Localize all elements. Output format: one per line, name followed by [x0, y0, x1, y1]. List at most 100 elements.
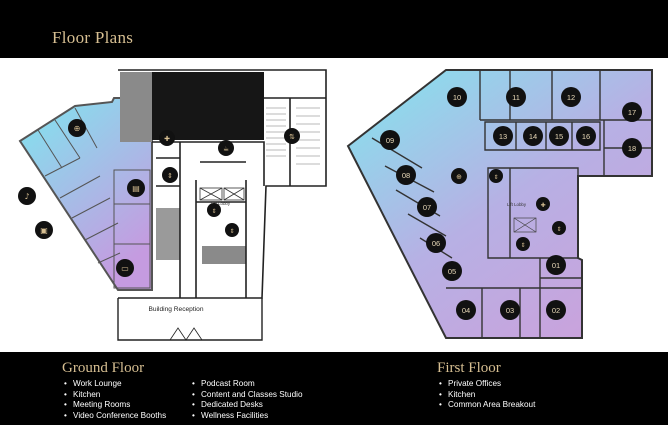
feature-item: Kitchen — [62, 390, 166, 401]
ground-floor-features-col2: Podcast Room Content and Classes Studio … — [190, 379, 303, 421]
office-11: 11 — [506, 87, 526, 107]
lounge-icon: ▭ — [116, 259, 134, 277]
office-06: 06 — [426, 233, 446, 253]
svg-text:▭: ▭ — [121, 264, 129, 273]
floor-plans-drawing: Building Reception Lift Lobby ⊕ ♪ ▣ ▤ ▭ … — [18, 69, 653, 341]
podcast-mic-icon: ♪ — [18, 187, 36, 205]
svg-text:10: 10 — [453, 93, 461, 102]
ground-stairs-hatch — [266, 107, 320, 165]
ground-floor-features-col1: Work Lounge Kitchen Meeting Rooms Video … — [62, 379, 166, 421]
footer-bar: Ground Floor Work Lounge Kitchen Meeting… — [0, 352, 668, 425]
ground-floor-markers: ⊕ ♪ ▣ ▤ ▭ ✚ ☕ ⇅ ⇕ ⇕ ⇕ — [18, 119, 300, 277]
lift-icon: ⇕ — [162, 167, 178, 183]
office-08: 08 — [396, 165, 416, 185]
header-bar: Floor Plans — [0, 0, 668, 58]
svg-text:09: 09 — [386, 136, 394, 145]
feature-item: Work Lounge — [62, 379, 166, 390]
page-title: Floor Plans — [52, 28, 134, 47]
feature-item: Meeting Rooms — [62, 400, 166, 411]
video-booth-icon: ▣ — [35, 221, 53, 239]
svg-text:✚: ✚ — [540, 202, 545, 209]
office-07: 07 — [417, 197, 437, 217]
ground-grey-block-2 — [202, 246, 246, 264]
lift-icon-3: ⇕ — [225, 223, 239, 237]
kitchen-icon: ☕ — [218, 140, 234, 156]
svg-text:⇕: ⇕ — [556, 226, 561, 233]
feature-item: Content and Classes Studio — [190, 390, 303, 401]
svg-text:⊕: ⊕ — [74, 124, 81, 133]
svg-text:11: 11 — [512, 93, 520, 102]
floor-plans-area: Building Reception Lift Lobby ⊕ ♪ ▣ ▤ ▭ … — [0, 58, 668, 352]
svg-text:⇕: ⇕ — [520, 242, 525, 249]
svg-text:♪: ♪ — [24, 192, 29, 201]
dining-icon: ⊕ — [451, 168, 467, 184]
svg-text:06: 06 — [432, 239, 440, 248]
svg-text:12: 12 — [567, 93, 575, 102]
office-18: 18 — [622, 138, 642, 158]
svg-text:03: 03 — [506, 306, 514, 315]
first-lift-shafts — [513, 217, 537, 233]
ground-floor-title: Ground Floor — [62, 360, 145, 376]
ground-lift-shafts — [199, 187, 245, 201]
first-lift-lobby-label: Lift Lobby — [507, 202, 527, 207]
first-floor-features: Private Offices Kitchen Common Area Brea… — [437, 379, 535, 411]
office-02: 02 — [546, 300, 566, 320]
svg-text:⇕: ⇕ — [229, 228, 234, 235]
svg-text:05: 05 — [448, 267, 456, 276]
svg-text:⊕: ⊕ — [456, 173, 462, 181]
wellness-icon: ✚ — [159, 130, 175, 146]
svg-text:16: 16 — [582, 132, 590, 141]
ground-walls — [118, 69, 327, 299]
ground-reception-walls — [117, 298, 263, 341]
dedicated-desk-icon: ▤ — [127, 179, 145, 197]
office-17: 17 — [622, 102, 642, 122]
svg-text:07: 07 — [423, 203, 431, 212]
office-04: 04 — [456, 300, 476, 320]
feature-item: Kitchen — [437, 390, 535, 401]
lift-icon: ⇕ — [489, 169, 503, 183]
office-03: 03 — [500, 300, 520, 320]
lift-icon-2: ⇕ — [552, 221, 566, 235]
svg-text:▣: ▣ — [40, 226, 48, 235]
office-13: 13 — [493, 126, 513, 146]
lift-icon-2: ⇕ — [207, 203, 221, 217]
ground-lift-lobby-label: Lift Lobby — [211, 201, 231, 206]
first-floor-icons: ⊕ ⇕ ✚ ⇕ ⇕ — [451, 168, 566, 251]
feature-item: Dedicated Desks — [190, 400, 303, 411]
lift-icon-3: ⇕ — [516, 237, 530, 251]
office-14: 14 — [523, 126, 543, 146]
feature-item: Private Offices — [437, 379, 535, 390]
office-09: 09 — [380, 130, 400, 150]
first-floor-plan: Lift Lobby 01 02 03 04 05 06 07 08 09 10… — [346, 69, 653, 339]
svg-text:☕: ☕ — [223, 145, 229, 153]
svg-text:13: 13 — [499, 132, 507, 141]
svg-text:✚: ✚ — [164, 135, 170, 143]
svg-text:04: 04 — [462, 306, 470, 315]
svg-text:⇕: ⇕ — [167, 172, 173, 180]
stairs-icon: ⇅ — [284, 128, 300, 144]
office-16: 16 — [576, 126, 596, 146]
office-number-markers: 01 02 03 04 05 06 07 08 09 10 11 12 13 1… — [380, 87, 642, 320]
office-05: 05 — [442, 261, 462, 281]
svg-text:18: 18 — [628, 144, 636, 153]
svg-text:02: 02 — [552, 306, 560, 315]
feature-item: Wellness Facilities — [190, 411, 303, 422]
office-12: 12 — [561, 87, 581, 107]
svg-text:08: 08 — [402, 171, 410, 180]
svg-text:⇅: ⇅ — [289, 133, 295, 141]
office-15: 15 — [549, 126, 569, 146]
svg-text:15: 15 — [555, 132, 563, 141]
ground-dark-block — [152, 72, 264, 140]
ground-floor-wing-fill — [20, 98, 152, 290]
dining-icon: ⊕ — [68, 119, 86, 137]
first-floor-fill — [348, 70, 652, 338]
wellness-icon: ✚ — [536, 197, 550, 211]
svg-text:⇕: ⇕ — [493, 174, 498, 181]
feature-item: Video Conference Booths — [62, 411, 166, 422]
svg-text:17: 17 — [628, 108, 636, 117]
svg-text:14: 14 — [529, 132, 537, 141]
feature-item: Podcast Room — [190, 379, 303, 390]
building-reception-label: Building Reception — [149, 306, 204, 313]
feature-item: Common Area Breakout — [437, 400, 535, 411]
svg-text:⇕: ⇕ — [211, 208, 216, 215]
